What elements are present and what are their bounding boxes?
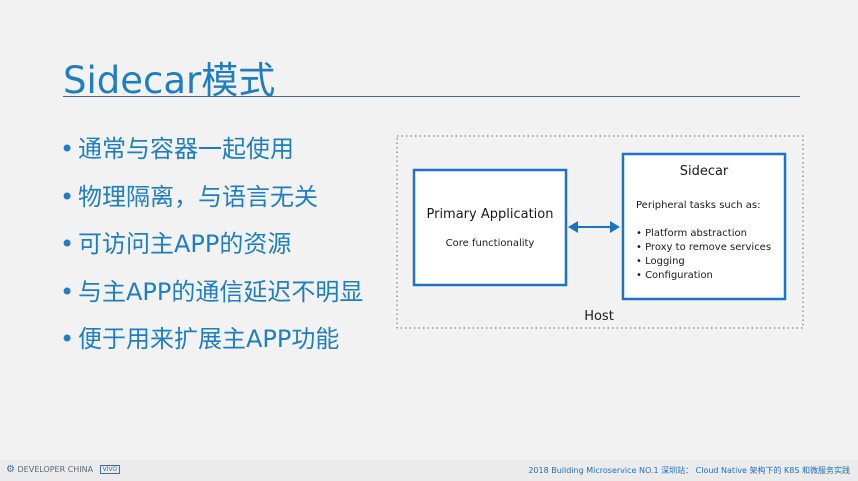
- bullet-dot: •: [60, 182, 75, 211]
- title-divider: [63, 96, 800, 97]
- sidecar-task: • Proxy to remove services: [636, 242, 771, 253]
- footer-bar: ⚙ DEVELOPER CHINA VIVO 2018 Building Mic…: [0, 460, 858, 481]
- sidecar-task: • Platform abstraction: [636, 228, 747, 239]
- bullet-dot: •: [60, 325, 75, 353]
- primary-app-box: [412, 168, 568, 287]
- bullet-item: •通常与容器一起使用: [60, 131, 363, 179]
- bullet-item: •便于用来扩展主APP功能: [60, 321, 363, 369]
- primary-app-title: Primary Application: [426, 207, 553, 222]
- bullet-text: 可访问主APP的资源: [78, 230, 292, 258]
- bullet-item: •与主APP的通信延迟不明显: [60, 274, 363, 322]
- bullet-item: •可访问主APP的资源: [60, 226, 363, 274]
- bullet-list: •通常与容器一起使用 •物理隔离，与语言无关 •可访问主APP的资源 •与主AP…: [60, 131, 363, 369]
- gear-icon: ⚙: [6, 464, 15, 475]
- bullet-text: 便于用来扩展主APP功能: [78, 325, 340, 353]
- sidecar-task: • Configuration: [636, 270, 713, 281]
- logo-text: DEVELOPER CHINA: [17, 465, 94, 474]
- sidecar-intro: Peripheral tasks such as:: [636, 200, 760, 211]
- arrow-head-right: [610, 221, 620, 233]
- bullet-text: 物理隔离，与语言无关: [78, 182, 318, 211]
- slide-title: Sidecar模式: [63, 59, 276, 102]
- host-boundary: [396, 135, 804, 329]
- bullet-text: 与主APP的通信延迟不明显: [78, 277, 364, 306]
- sidecar-title: Sidecar: [680, 164, 729, 179]
- footer-text: 2018 Building Microservice NO.1 深圳站： Clo…: [528, 466, 850, 475]
- host-label: Host: [584, 309, 614, 324]
- arrow-head-left: [568, 221, 578, 233]
- primary-app-subtitle: Core functionality: [446, 238, 535, 249]
- bullet-dot: •: [60, 230, 75, 258]
- sidecar-box: [621, 152, 787, 301]
- bullet-item: •物理隔离，与语言无关: [60, 179, 363, 227]
- sidecar-task: • Logging: [636, 256, 685, 267]
- sidecar-diagram: Host Primary Application Core functional…: [396, 135, 804, 329]
- bullet-dot: •: [60, 277, 75, 306]
- footer-logo: ⚙ DEVELOPER CHINA VIVO: [6, 464, 121, 475]
- logo-box: VIVO: [99, 465, 121, 474]
- bullet-dot: •: [60, 135, 75, 163]
- bullet-text: 通常与容器一起使用: [78, 135, 294, 163]
